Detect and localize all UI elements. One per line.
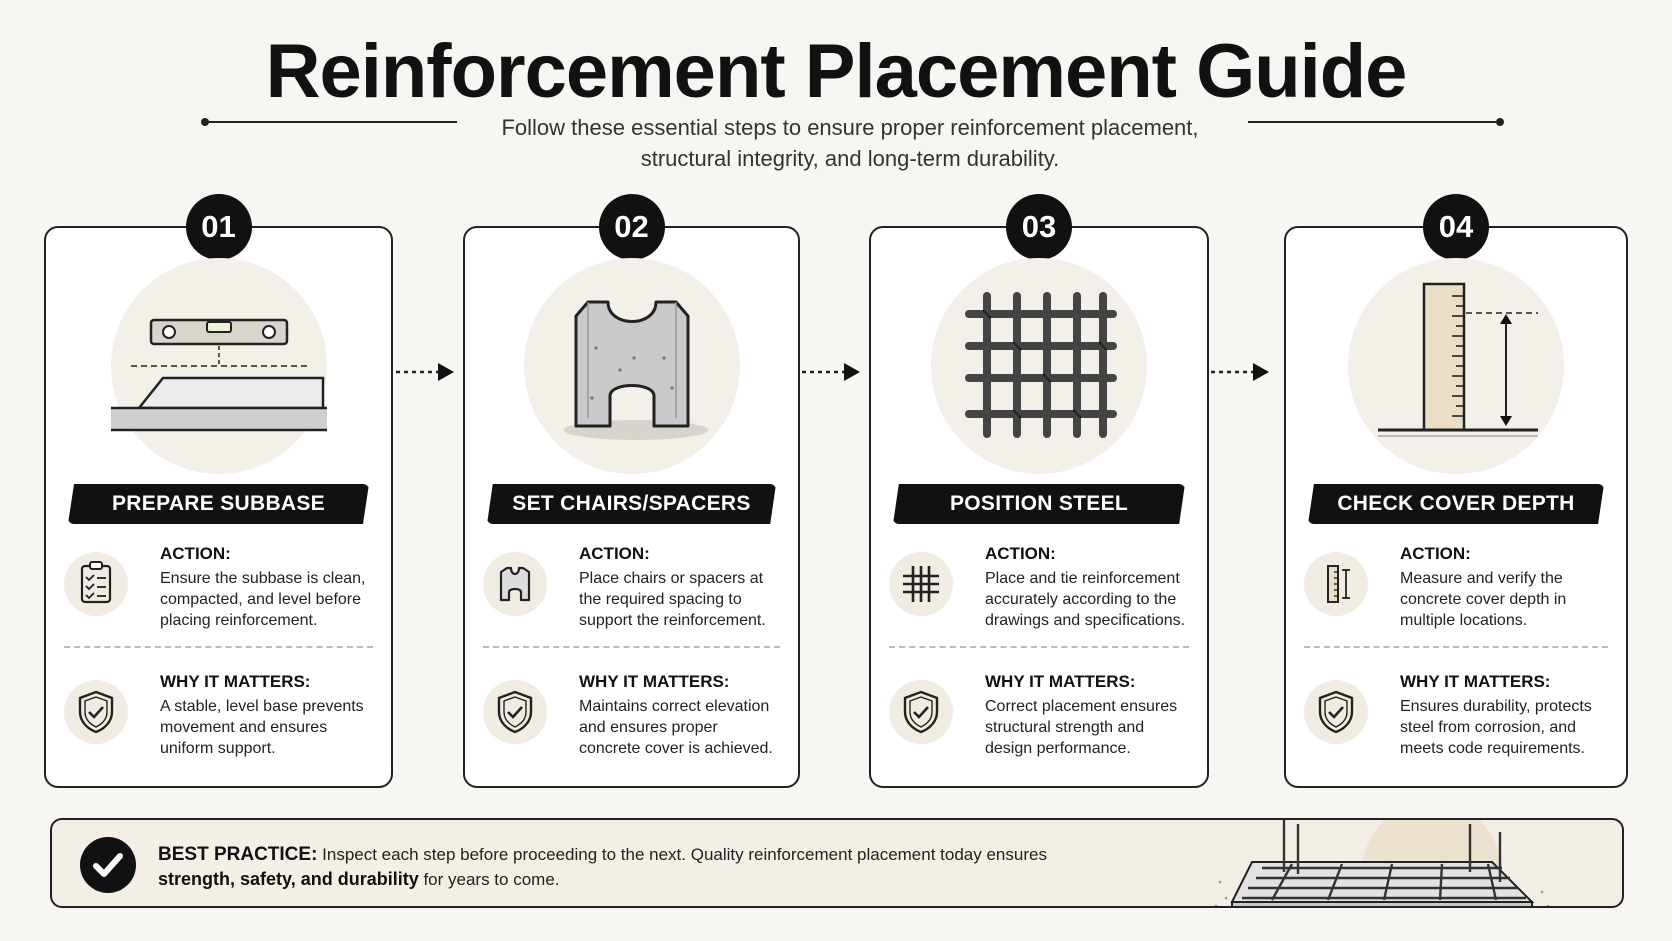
- action-text: Place chairs or spacers at the required …: [579, 570, 766, 629]
- page-subtitle: Follow these essential steps to ensure p…: [460, 112, 1240, 174]
- why-text: A stable, level base prevents movement a…: [160, 698, 364, 757]
- step-card-1: 01 PREPARE SUBBASE ACTION: Ensure the: [44, 194, 393, 788]
- flow-arrow-2: [802, 363, 860, 381]
- best-practice-text: BEST PRACTICE: Inspect each step before …: [158, 842, 1208, 892]
- action-text: Measure and verify the concrete cover de…: [1400, 570, 1567, 629]
- step-card-3: 03 POSITION STEEL ACTION:: [869, 194, 1209, 788]
- ruler-measure-icon: [1348, 258, 1564, 474]
- step-title-banner: CHECK COVER DEPTH: [1308, 484, 1604, 524]
- shield-check-icon: [64, 680, 128, 744]
- action-text: Place and tie reinforcement accurately a…: [985, 570, 1186, 629]
- section-divider: [1304, 646, 1608, 648]
- shield-check-icon: [483, 680, 547, 744]
- subtitle-line-2: structural integrity, and long-term dura…: [640, 146, 1060, 171]
- clipboard-checklist-icon: [64, 552, 128, 616]
- subtitle-block: Follow these essential steps to ensure p…: [200, 112, 1504, 174]
- section-divider: [483, 646, 780, 648]
- step-card-4: 04 CHECK COVER DEPTH: [1284, 194, 1628, 788]
- best-practice-panel: BEST PRACTICE: Inspect each step before …: [50, 818, 1624, 908]
- subtitle-line-1: Follow these essential steps to ensure p…: [501, 115, 1199, 140]
- step-card-2: 02 SET CHAIRS/SPACERS ACTION: Place chai…: [463, 194, 800, 788]
- best-practice-heading: BEST PRACTICE:: [158, 844, 318, 865]
- step-title-banner: SET CHAIRS/SPACERS: [487, 484, 776, 524]
- ruler-icon: [1304, 552, 1368, 616]
- why-text: Correct placement ensures structural str…: [985, 698, 1178, 757]
- step-number-badge: 03: [1006, 194, 1072, 260]
- right-divider-rule: [1248, 118, 1504, 126]
- action-label: ACTION:: [160, 544, 231, 563]
- step-number-badge: 04: [1423, 194, 1489, 260]
- concrete-chair-icon: [523, 258, 740, 474]
- action-label: ACTION:: [579, 544, 650, 563]
- step-title-banner: POSITION STEEL: [893, 484, 1185, 524]
- best-practice-text-2: for years to come.: [423, 870, 560, 889]
- left-divider-rule: [201, 118, 457, 126]
- why-text: Maintains correct elevation and ensures …: [579, 698, 773, 757]
- step-number-badge: 01: [185, 194, 252, 260]
- grid-icon: [889, 552, 953, 616]
- why-label: WHY IT MATTERS:: [985, 672, 1136, 691]
- action-text: Ensure the subbase is clean, compacted, …: [160, 570, 366, 629]
- why-label: WHY IT MATTERS:: [160, 672, 311, 691]
- action-label: ACTION:: [1400, 544, 1471, 563]
- why-label: WHY IT MATTERS:: [1400, 672, 1551, 691]
- shield-check-icon: [1304, 680, 1368, 744]
- section-divider: [64, 646, 373, 648]
- step-title-banner: PREPARE SUBBASE: [68, 484, 369, 524]
- best-practice-text-1: Inspect each step before proceeding to t…: [322, 845, 1047, 864]
- best-practice-emphasis: strength, safety, and durability: [158, 869, 419, 889]
- chair-spacer-icon: [483, 552, 547, 616]
- checkmark-circle-icon: [80, 837, 136, 893]
- step-number-badge: 02: [598, 194, 665, 260]
- section-divider: [889, 646, 1189, 648]
- page-title: Reinforcement Placement Guide: [265, 29, 1408, 114]
- why-label: WHY IT MATTERS:: [579, 672, 730, 691]
- action-label: ACTION:: [985, 544, 1056, 563]
- why-text: Ensures durability, protects steel from …: [1400, 698, 1592, 757]
- shield-check-icon: [889, 680, 953, 744]
- flow-arrow-1: [396, 363, 454, 381]
- flow-arrow-3: [1211, 363, 1269, 381]
- rebar-grid-icon: [931, 258, 1147, 474]
- rebar-mesh-slab-icon: [1214, 820, 1550, 906]
- level-on-slab-icon: [110, 258, 327, 474]
